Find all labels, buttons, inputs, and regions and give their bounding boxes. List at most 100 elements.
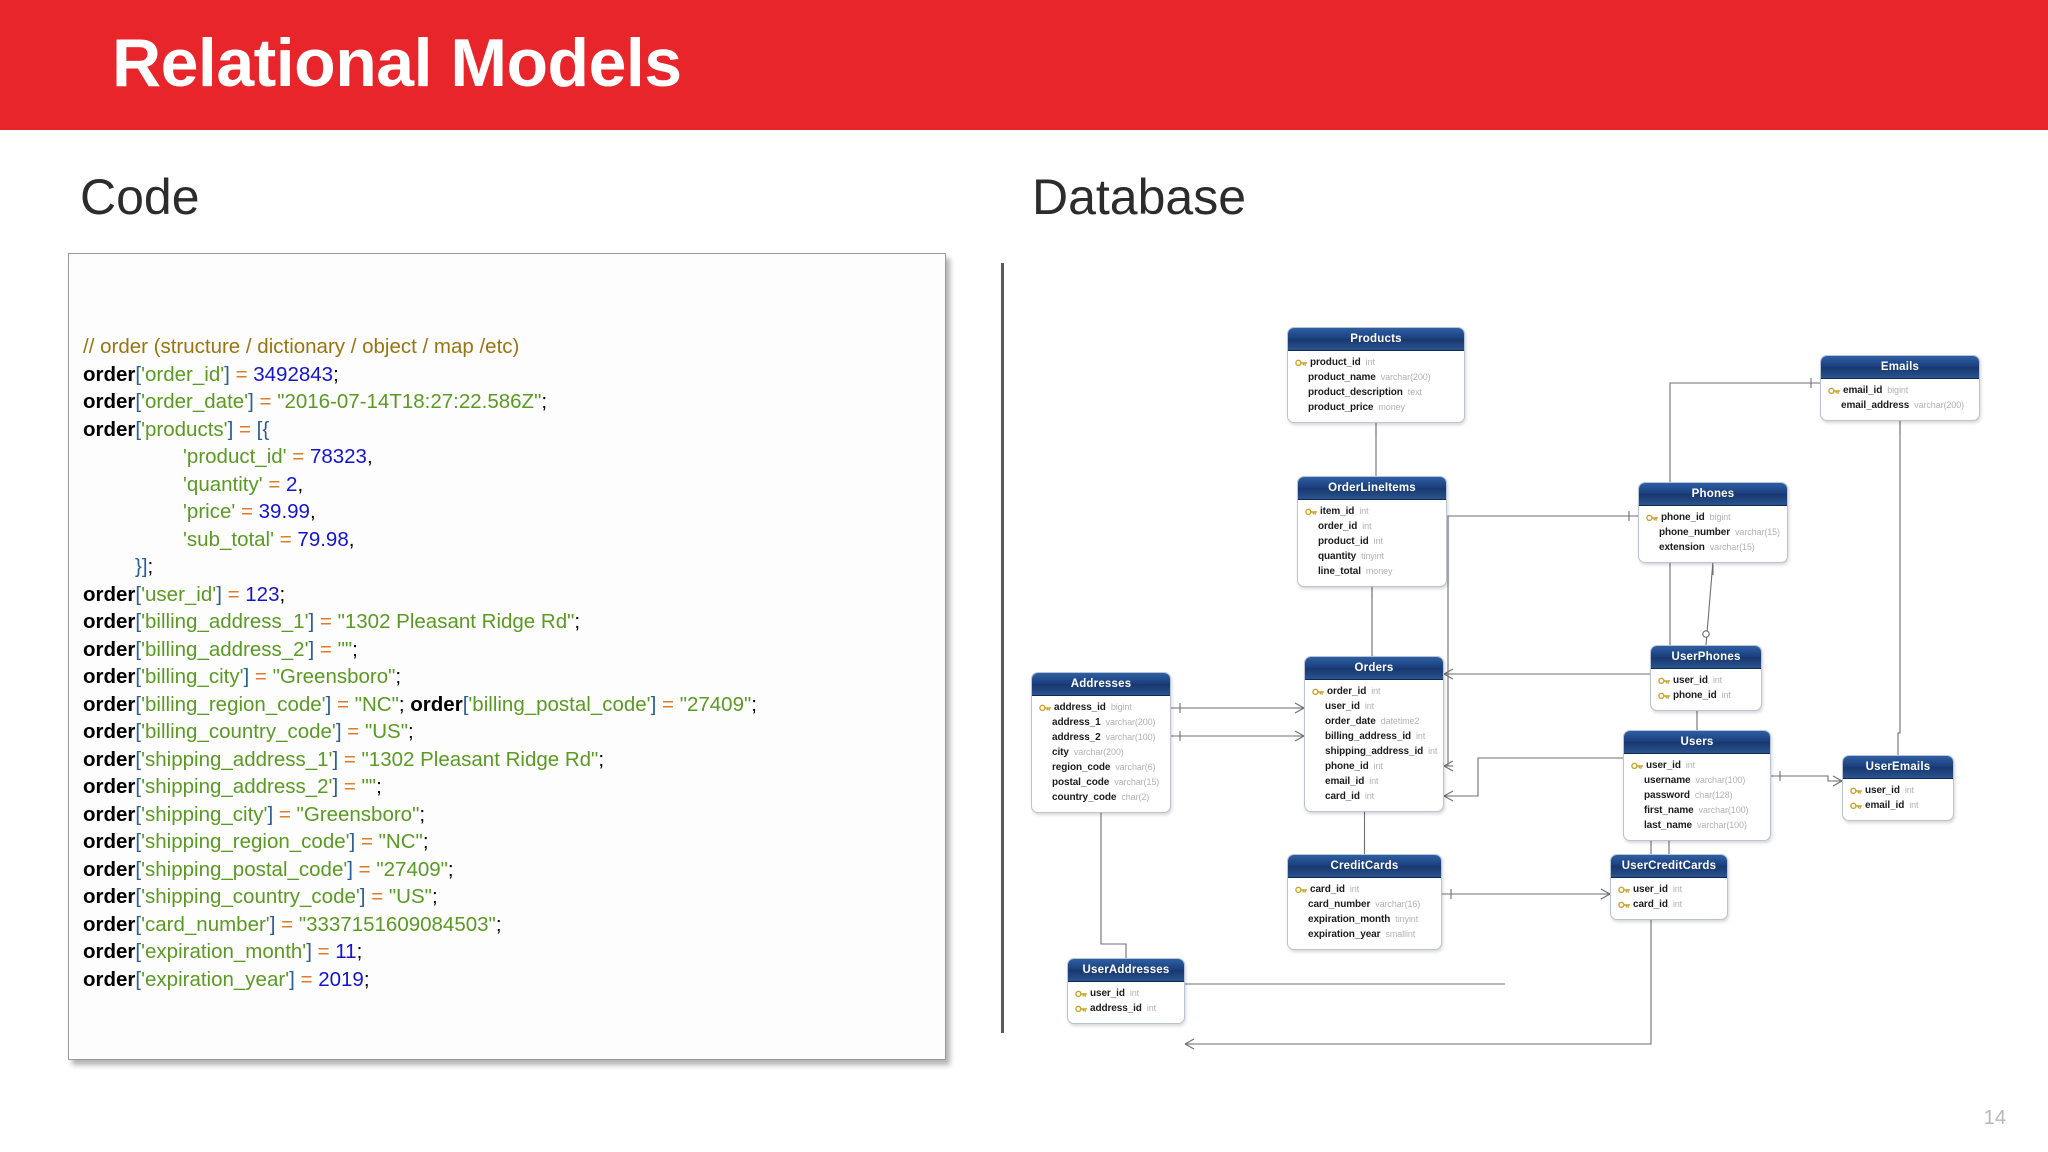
code-token-op: = <box>254 665 267 688</box>
code-token-op: = <box>317 940 330 963</box>
code-token-var: order <box>83 940 136 963</box>
code-token-op: = <box>343 775 356 798</box>
er-column-name: item_id <box>1320 506 1355 517</box>
code-line: order['expiration_month'] = 11; <box>83 938 757 966</box>
code-token-key: 'card_number' <box>141 912 270 936</box>
code-token-pun: ; <box>407 720 414 743</box>
code-token-key: 'shipping_address_1' <box>141 747 333 771</box>
er-column-name: billing_address_id <box>1325 731 1412 742</box>
er-column-type: varchar(100) <box>1698 805 1749 815</box>
code-token-key: 'billing_region_code' <box>141 692 326 716</box>
code-token-brk: [ <box>135 665 142 688</box>
code-token-op: = <box>268 472 281 496</box>
code-token-key: 'billing_postal_code' <box>468 692 651 716</box>
code-token-brk: ] <box>650 692 657 716</box>
code-token-var: order <box>83 390 136 413</box>
code-token-brk: ] <box>349 830 356 853</box>
er-column-name: last_name <box>1644 820 1693 831</box>
code-token-brk: [ <box>135 692 142 716</box>
code-token-pun: ; <box>352 637 358 661</box>
code-line: order['order_date'] = "2016-07-14T18:27:… <box>83 388 757 416</box>
code-token-str: "3337151609084503" <box>298 912 496 936</box>
code-token-var: order <box>83 637 136 661</box>
code-token-str: "Greensboro" <box>272 665 396 688</box>
er-column-name: address_id <box>1090 1003 1142 1014</box>
code-token-op: = <box>343 747 356 771</box>
code-token-var: order <box>83 665 136 688</box>
code-token-brk: [ <box>135 610 142 633</box>
er-column-name: postal_code <box>1052 777 1110 788</box>
code-line: 'sub_total' = 79.98, <box>83 526 757 554</box>
primary-key-icon <box>1039 702 1052 713</box>
er-column-name: order_date <box>1325 716 1376 727</box>
code-token-pun: ; <box>447 857 454 881</box>
er-column-type: bigint <box>1887 385 1909 395</box>
er-column-type: int <box>1364 701 1375 711</box>
code-token-brk: ] <box>216 582 222 606</box>
er-column-type: int <box>1373 761 1383 771</box>
code-token-op: = <box>278 802 291 826</box>
code-token-str: "US" <box>388 885 432 908</box>
code-token-key: 'price' <box>183 500 236 523</box>
er-column-name: shipping_address_id <box>1325 746 1424 757</box>
er-column-name: country_code <box>1052 792 1117 803</box>
code-token-key: 'products' <box>141 417 228 441</box>
code-token-var: order <box>83 857 136 881</box>
code-token-op: = <box>662 692 674 716</box>
code-line: order['card_number'] = "3337151609084503… <box>83 911 757 939</box>
code-line: order['shipping_address_2'] = ""; <box>83 773 757 801</box>
er-column-type: text <box>1407 387 1422 397</box>
code-token-num: 11 <box>335 940 357 963</box>
primary-key-icon <box>1305 506 1318 517</box>
er-column-name: address_2 <box>1052 732 1101 743</box>
code-token-str: "27409" <box>679 692 752 716</box>
code-token-op: = <box>259 390 272 413</box>
er-column-type: varchar(200) <box>1914 400 1965 410</box>
code-token-key: 'shipping_city' <box>141 802 268 826</box>
code-token-key: 'expiration_month' <box>141 940 307 963</box>
code-token-num: 2019 <box>318 967 364 991</box>
code-token-key: 'billing_city' <box>141 665 244 688</box>
code-token-pun: ; <box>147 555 154 578</box>
er-column-type: varchar(100) <box>1695 775 1746 785</box>
er-column-name: order_id <box>1327 686 1367 697</box>
er-column-type: bigint <box>1709 512 1731 522</box>
code-token-pun: , <box>366 445 373 468</box>
code-token-brk: [ <box>135 830 142 853</box>
er-column-type: int <box>1362 521 1372 531</box>
code-token-brk: [ <box>135 747 142 771</box>
code-token-num: 39.99 <box>258 500 310 523</box>
er-column-name: card_id <box>1633 899 1668 910</box>
er-column-name: email_id <box>1325 776 1365 787</box>
code-token-brk: ] <box>248 390 254 413</box>
er-column-type: varchar(16) <box>1375 899 1421 909</box>
code-token-brk: [ <box>135 637 142 661</box>
code-panel: // order (structure / dictionary / objec… <box>68 253 946 1060</box>
er-column-type: int <box>1146 1003 1157 1013</box>
er-column-name: phone_id <box>1661 512 1705 523</box>
